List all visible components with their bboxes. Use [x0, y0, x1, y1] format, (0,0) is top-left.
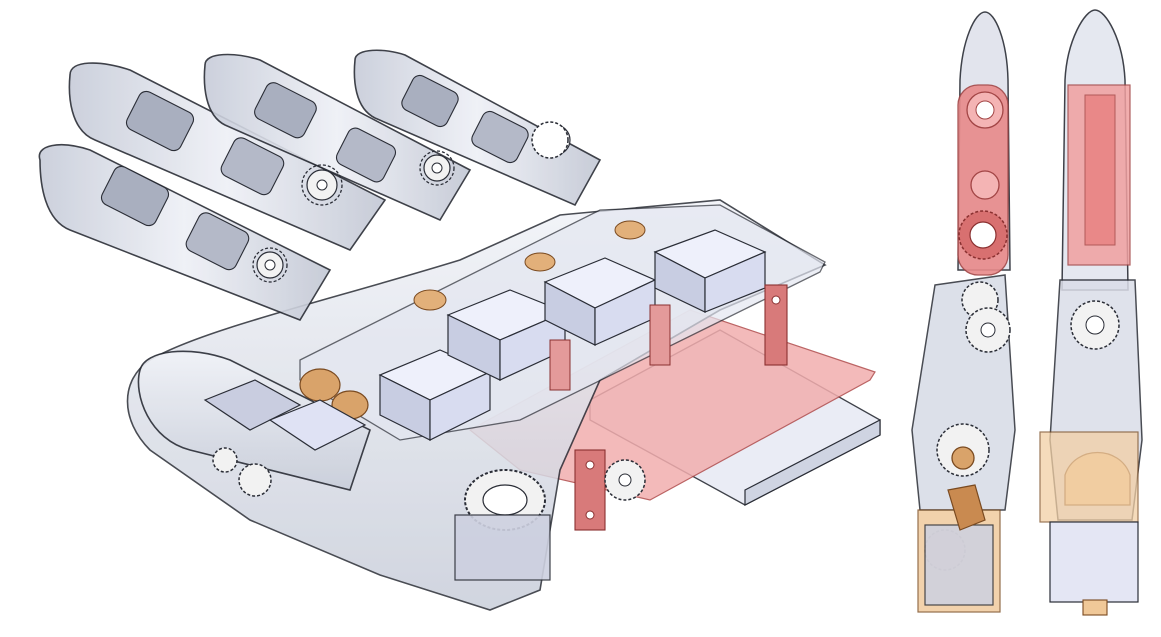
top-gears [252, 121, 569, 283]
front-copper-base [1039, 431, 1139, 523]
front-servo [1049, 521, 1139, 603]
finger-ring [203, 53, 472, 222]
red-brackets [549, 284, 788, 531]
copper-pulleys [299, 220, 646, 420]
front-red-inner [1084, 94, 1116, 246]
clear-base-plate-edge [744, 419, 881, 506]
side-servo [924, 524, 994, 606]
isometric-hand-view [38, 49, 881, 611]
servo-4 [653, 229, 767, 313]
finger-side-view [911, 11, 1016, 613]
front-gear [1070, 300, 1120, 350]
palm-gear [454, 469, 551, 581]
servo-2 [446, 289, 567, 381]
side-red-link [957, 84, 1009, 276]
thumb [137, 350, 371, 497]
finger-middle [68, 62, 387, 251]
side-gear [604, 459, 646, 501]
finger-front-view [1039, 9, 1143, 616]
front-servo-tab [1082, 599, 1108, 616]
side-copper-link [947, 484, 986, 531]
